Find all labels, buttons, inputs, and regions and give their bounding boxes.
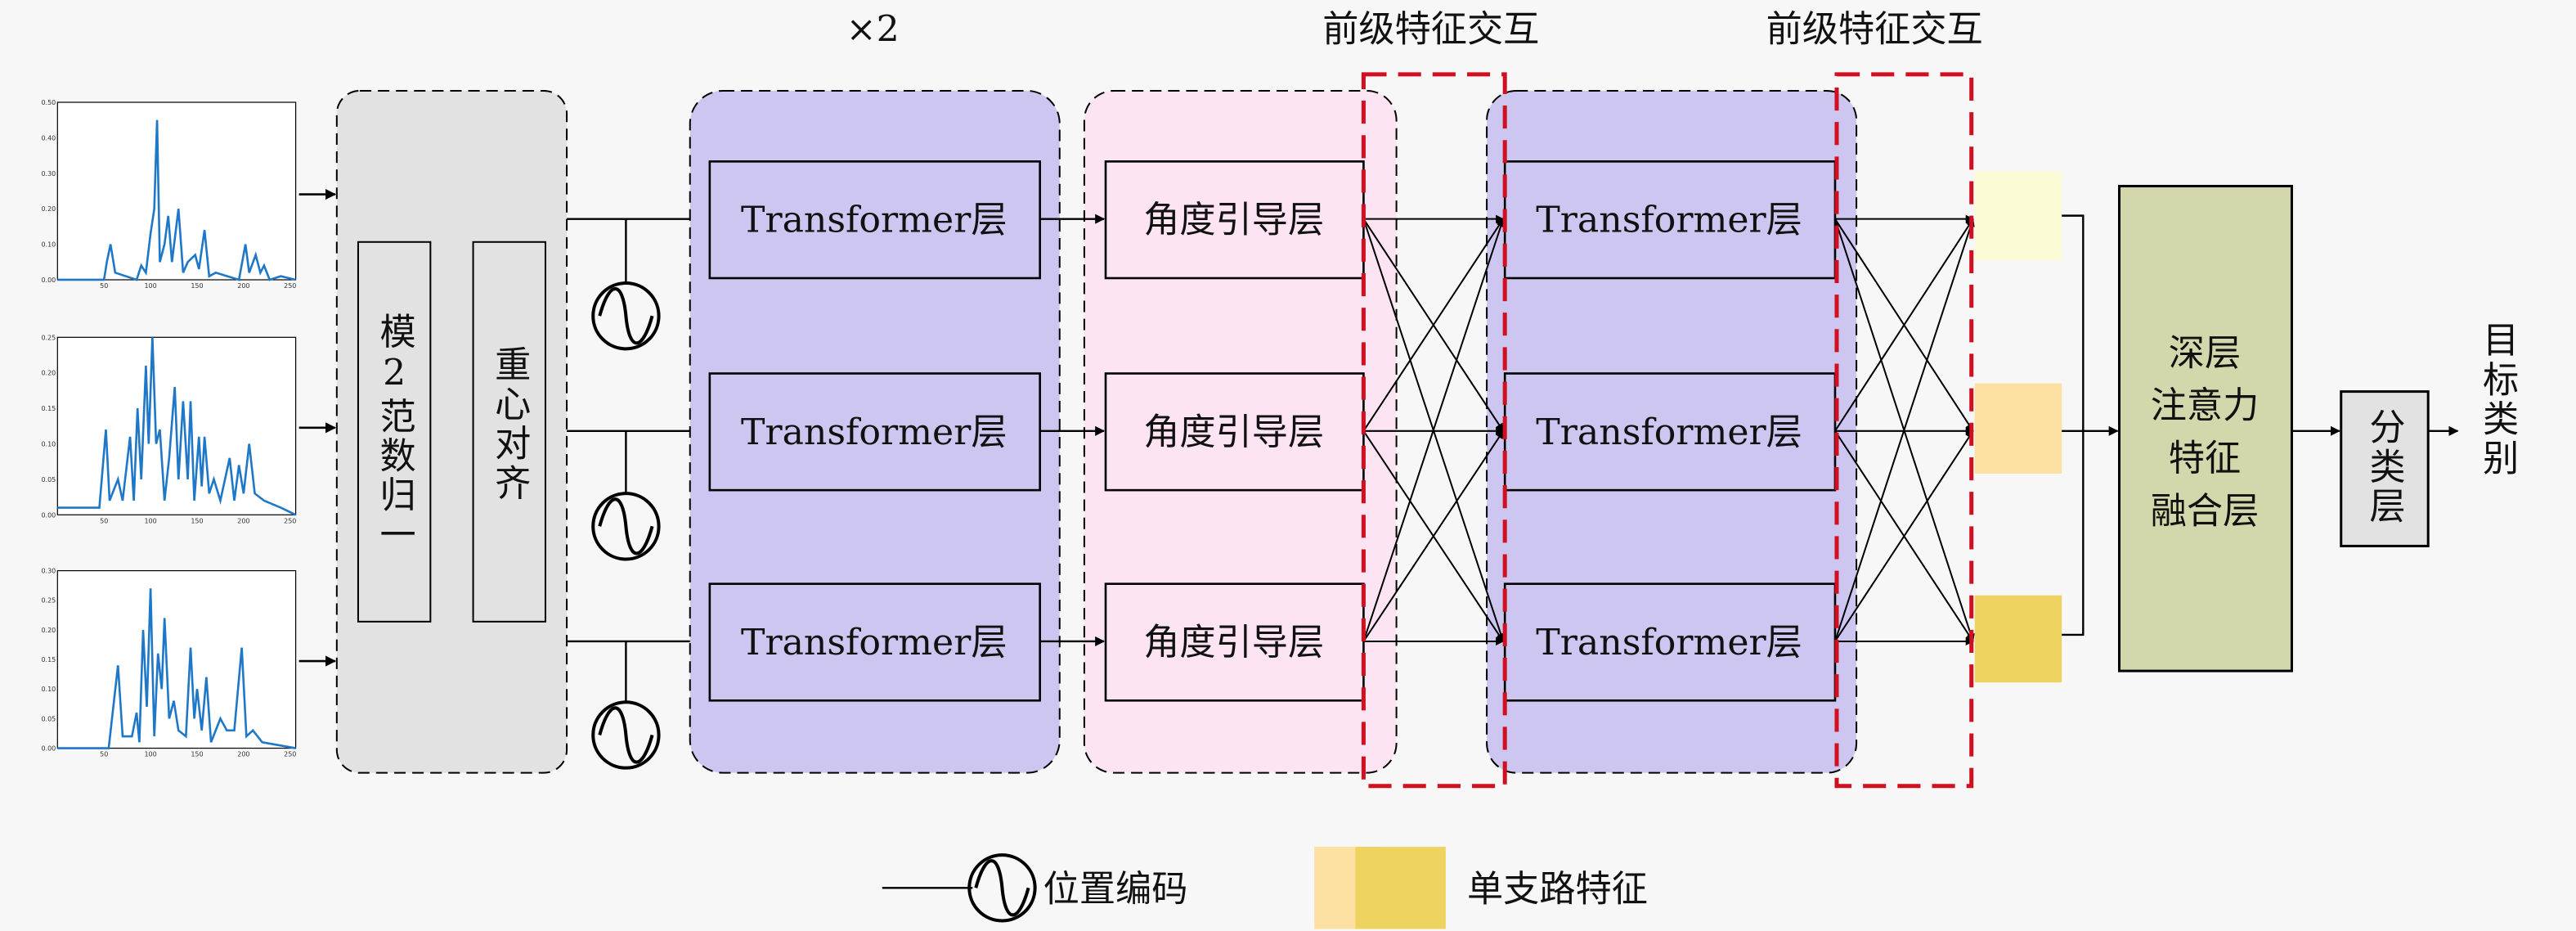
spectrum-plot-3: 50 100 150 200 250 0.00 0.05 0.10 0.15 0.20 0.25 0.… bbox=[41, 568, 296, 758]
x-tick-label: 250 bbox=[284, 282, 296, 290]
angle-layer-1: 角度引导层 bbox=[1104, 160, 1365, 280]
input-arrows bbox=[298, 188, 337, 667]
y-tick-label: 0.10 bbox=[41, 241, 56, 249]
spectrum-plot-1: 50 100 150 200 250 0.00 0.10 0.20 0.30 0.40 0.50 bbox=[41, 99, 296, 290]
transformer-label: Transformer层 bbox=[1536, 200, 1802, 241]
sine-icon bbox=[591, 492, 661, 561]
spectrum-line bbox=[57, 337, 297, 516]
transformer-label: Transformer层 bbox=[1536, 622, 1802, 663]
y-tick-label: 0.20 bbox=[41, 205, 56, 213]
x-tick-label: 100 bbox=[144, 751, 156, 758]
y-tick-label: 0.15 bbox=[41, 405, 56, 412]
angle-layer-3: 角度引导层 bbox=[1104, 582, 1365, 702]
classifier-box bbox=[2340, 390, 2430, 547]
y-tick-label: 0.10 bbox=[41, 440, 56, 448]
y-tick-label: 0.10 bbox=[41, 686, 56, 693]
sine-icon bbox=[591, 700, 661, 770]
fusion-layer-box bbox=[2118, 184, 2293, 672]
fusion-label-line: 融合层 bbox=[2151, 490, 2260, 532]
x-tick-label: 200 bbox=[237, 282, 249, 290]
x-tick-label: 50 bbox=[100, 517, 108, 524]
y-tick-label: 0.00 bbox=[41, 511, 56, 519]
angle-label: 角度引导层 bbox=[1143, 412, 1324, 453]
norm-box bbox=[357, 241, 432, 623]
angle-layer-2: 角度引导层 bbox=[1104, 372, 1365, 492]
spectrum-line bbox=[57, 119, 296, 281]
y-tick-label: 0.20 bbox=[41, 370, 56, 377]
transformer-layer-b1: Transformer层 bbox=[1503, 160, 1837, 280]
interaction-box-1 bbox=[1361, 72, 1507, 789]
branch-feature-3 bbox=[1974, 595, 2062, 683]
transformer-label: Transformer层 bbox=[741, 200, 1008, 241]
positional-encoding-icons bbox=[591, 281, 661, 770]
transformer-layer-b2: Transformer层 bbox=[1503, 372, 1837, 492]
y-tick-label: 0.15 bbox=[41, 656, 56, 663]
x-tick-label: 50 bbox=[100, 282, 108, 290]
legend: 位置编码 单支路特征 bbox=[882, 847, 1648, 929]
classifier-label: 分类层 bbox=[2363, 408, 2404, 527]
y-tick-label: 0.30 bbox=[41, 170, 56, 178]
x-tick-label: 200 bbox=[237, 517, 249, 524]
pos-encoding-lines bbox=[567, 214, 708, 703]
x-tick-label: 200 bbox=[237, 751, 249, 758]
sine-icon bbox=[967, 853, 1037, 923]
align-box bbox=[472, 241, 546, 623]
y-tick-label: 0.05 bbox=[41, 715, 56, 722]
legend-single-branch: 单支路特征 bbox=[1467, 868, 1648, 910]
y-tick-label: 0.00 bbox=[41, 745, 56, 753]
fusion-connector bbox=[2062, 214, 2459, 636]
interaction-box-2 bbox=[1834, 72, 1974, 789]
y-tick-label: 0.05 bbox=[41, 476, 56, 483]
spectrum-line bbox=[57, 588, 296, 749]
legend-swatch-dark bbox=[1355, 847, 1446, 929]
transformer-layer-a3: Transformer层 bbox=[708, 582, 1041, 702]
align-label: 重心对齐 bbox=[488, 345, 530, 503]
x-tick-label: 100 bbox=[144, 517, 156, 524]
interaction-label-2: 前级特征交互 bbox=[1766, 9, 1983, 51]
y-tick-label: 0.00 bbox=[41, 277, 56, 284]
fusion-label-line: 特征 bbox=[2169, 438, 2241, 479]
y-tick-label: 0.40 bbox=[41, 134, 56, 142]
y-tick-label: 0.50 bbox=[41, 99, 56, 106]
branch-feature-2 bbox=[1974, 383, 2062, 474]
x-tick-label: 100 bbox=[144, 282, 156, 290]
plot-frame bbox=[56, 101, 297, 281]
x-tick-label: 150 bbox=[191, 751, 203, 758]
repeat-label: ×2 bbox=[846, 9, 900, 51]
sine-icon bbox=[591, 281, 661, 351]
branch-feature-1 bbox=[1974, 171, 2062, 260]
output-label: 目标类别 bbox=[2476, 321, 2518, 479]
transformer-layer-a2: Transformer层 bbox=[708, 372, 1041, 492]
sine-circle bbox=[967, 853, 1037, 923]
angle-label: 角度引导层 bbox=[1143, 200, 1324, 241]
x-tick-label: 150 bbox=[191, 517, 203, 524]
angle-label: 角度引导层 bbox=[1143, 622, 1324, 663]
feature-interaction-lines bbox=[1362, 214, 1975, 645]
transformer-layer-b3: Transformer层 bbox=[1503, 582, 1837, 702]
x-tick-label: 150 bbox=[191, 282, 203, 290]
spectrum-plot-2: 50 100 150 200 250 0.00 0.05 0.10 0.15 0.20 0.25 bbox=[41, 334, 296, 524]
legend-pos-encoding: 位置编码 bbox=[1043, 868, 1188, 910]
x-tick-label: 250 bbox=[284, 517, 296, 524]
interaction-label-1: 前级特征交互 bbox=[1322, 9, 1539, 51]
y-tick-label: 0.20 bbox=[41, 627, 56, 634]
y-tick-label: 0.25 bbox=[41, 334, 56, 341]
transformer-label: Transformer层 bbox=[1536, 412, 1802, 453]
fusion-label-line: 深层 bbox=[2169, 332, 2241, 374]
transformer-label: Transformer层 bbox=[741, 622, 1008, 663]
transformer-label: Transformer层 bbox=[741, 412, 1008, 453]
transformer-layer-a1: Transformer层 bbox=[708, 160, 1041, 280]
x-tick-label: 250 bbox=[284, 751, 296, 758]
y-tick-label: 0.25 bbox=[41, 597, 56, 605]
y-tick-label: 0.30 bbox=[41, 568, 56, 575]
x-tick-label: 50 bbox=[100, 751, 108, 758]
fusion-label-line: 注意力 bbox=[2151, 385, 2260, 427]
norm-label: 模2范数归一 bbox=[374, 313, 415, 555]
